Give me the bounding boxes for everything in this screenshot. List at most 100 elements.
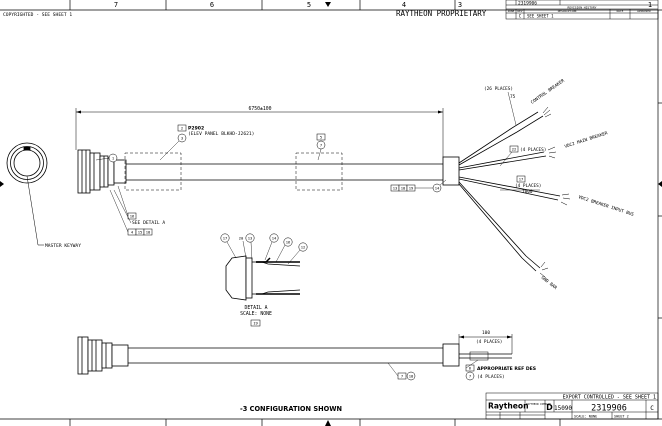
detail-label: DETAIL A — [244, 305, 267, 311]
rev-col-date: DATE — [617, 9, 624, 13]
lower-dimension — [458, 334, 513, 354]
title-cage: 15090 — [554, 405, 572, 412]
revision-title: REVISION HISTORY — [568, 5, 597, 9]
balloon-18b-text: 18 — [401, 186, 406, 191]
title-size: D — [546, 403, 553, 412]
wire-ends — [539, 106, 571, 278]
control-breaker-length: 75 — [510, 94, 516, 100]
balloon-4-text: 4 — [131, 230, 134, 235]
rev-row-rev: C — [519, 14, 522, 19]
vdc2-bus-places: (4 PLACES) — [515, 183, 541, 189]
balloon-5-text: 5 — [320, 135, 322, 140]
zone-top-7: 7 — [114, 1, 118, 9]
rev-row-description: SEE SHEET 1 — [527, 14, 554, 19]
rev-col-zone: ZONE — [508, 9, 515, 13]
rev-col-description: DESCRIPTION — [558, 9, 577, 13]
export-controlled: EXPORT CONTROLLED - SEE SHEET 1 — [563, 395, 656, 401]
balloon-2-text: 2 — [181, 126, 183, 131]
overall-dimension — [75, 108, 444, 157]
zone-top-4: 4 — [402, 1, 406, 9]
detail-balloon-14-text: 14 — [272, 236, 277, 241]
title-scale: SCALE: NONE — [574, 415, 597, 419]
balloon-7b-text: 7 — [401, 374, 403, 379]
detail-balloon-16 — [283, 237, 293, 247]
balloon-22-text: 22 — [512, 147, 517, 152]
vdc2-main-places: (4 PLACES) — [520, 147, 546, 153]
title-block — [485, 392, 659, 420]
lower-length: 100 — [482, 330, 490, 336]
balloon-15-text: 15 — [138, 230, 143, 235]
balloon-16-text: 16 — [130, 214, 135, 219]
connector-note-line1: P2902 — [188, 126, 204, 132]
revision-doc-number: 2319906 — [518, 1, 537, 7]
lower-cable — [128, 343, 512, 367]
balloon-17 — [516, 175, 526, 183]
wire-label-vdc2-bus: VDC2 BREAKER INPUT BUS — [577, 194, 635, 218]
balloon-17-text: 17 — [519, 177, 524, 182]
title-sheet: SHEET 2 — [614, 415, 629, 419]
wire-label-gnd: GND BAR — [540, 275, 559, 291]
balloon-18-text: 18 — [146, 230, 151, 235]
title-rev: C — [650, 405, 654, 412]
balloon-14-text: 14 — [435, 186, 440, 191]
balloon-5 — [316, 133, 326, 141]
detail-balloon-12-text: 12 — [301, 245, 306, 250]
breakout-wires — [458, 111, 561, 272]
connector-note-line2: (ELEV PANEL BLKHD-J2621) — [188, 131, 254, 137]
balloon-6-text: 6 — [469, 366, 472, 371]
detail-balloon-19-text: 19 — [253, 321, 258, 326]
balloon-7c-text: 7 — [469, 374, 471, 379]
copyright-note: COPYRIGHTED - SEE SHEET 1 — [3, 12, 72, 18]
balloon-18c-text: 18 — [409, 374, 414, 379]
see-detail-note: SEE DETAIL A — [132, 220, 165, 226]
balloon-3 — [177, 133, 187, 143]
balloon-3-text: 3 — [181, 136, 183, 141]
rev-col-approved: APPROVED — [637, 9, 651, 13]
proprietary-note: RAYTHEON PROPRIETARY — [396, 9, 487, 18]
balloon-18c — [406, 371, 416, 381]
master-keyway-leader — [26, 175, 39, 246]
connector-end-view — [6, 142, 48, 184]
detail-a-drawing — [225, 255, 301, 301]
detail-balloon-19 — [250, 319, 261, 327]
vdc2-bus-length: 1000 — [522, 189, 533, 195]
wire-label-control-breaker: CONTROL BREAKER — [530, 78, 566, 106]
detail-balloon-13 — [245, 233, 255, 243]
lower-places: (4 PLACES) — [476, 339, 502, 345]
balloon-7-text: 7 — [320, 143, 322, 148]
balloon-7c — [465, 371, 475, 381]
detail-balloon-20-text: 20 — [239, 236, 244, 241]
center-arrow-top — [325, 2, 331, 7]
detail-balloon-17 — [220, 233, 230, 243]
detail-balloon-16-text: 16 — [286, 240, 291, 245]
ref-des-line1: APPROPRIATE REF DES — [477, 366, 536, 372]
balloon-2 — [177, 124, 187, 132]
zone-top-6: 6 — [210, 1, 214, 9]
center-arrow-right — [658, 181, 662, 187]
main-connector-side — [77, 149, 127, 194]
balloon-19-text: 19 — [409, 186, 414, 191]
center-arrow-bottom — [325, 420, 331, 426]
revision-block — [505, 0, 659, 20]
zone-top-5: 5 — [307, 1, 311, 9]
wire-label-vdc2-main: VDC2 MAIN BREAKER — [564, 130, 609, 150]
detail-scale: SCALE: NONE — [240, 311, 272, 317]
detail-balloon-17-text: 17 — [223, 236, 228, 241]
balloon-22 — [509, 145, 519, 153]
lower-connector — [77, 336, 129, 375]
zone-top-3: 3 — [458, 1, 462, 9]
rev-col-rev: REV — [517, 9, 522, 13]
overall-length: 6750±100 — [248, 106, 271, 112]
balloon-1-text: 1 — [112, 156, 115, 161]
breakout-junction — [442, 156, 460, 186]
detail-balloon-13-text: 13 — [248, 236, 253, 241]
detail-balloon-14 — [269, 233, 279, 243]
configuration-label: -3 CONFIGURATION SHOWN — [240, 405, 342, 413]
balloon-18 — [143, 228, 153, 236]
master-keyway-label: MASTER KEYWAY — [45, 243, 81, 249]
balloon-13-text: 13 — [393, 186, 398, 191]
title-dwg-no: 2319906 — [591, 404, 627, 414]
main-cable — [124, 152, 443, 191]
raytheon-logo: Raytheon — [488, 402, 529, 411]
